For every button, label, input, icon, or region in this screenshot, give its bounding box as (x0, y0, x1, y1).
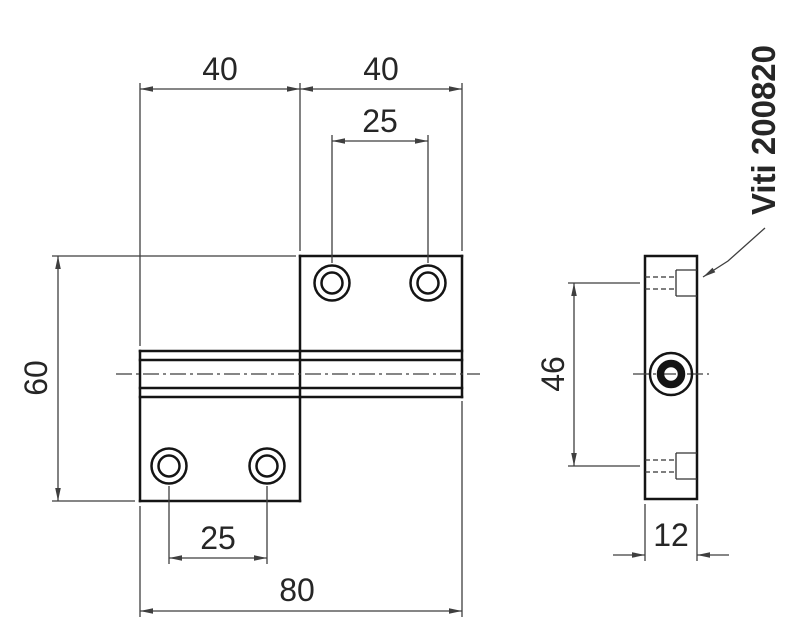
arrowhead (300, 86, 313, 92)
leader-arrowhead (703, 267, 716, 277)
dimension-hole-span-46: 46 (535, 282, 640, 467)
arrowhead (415, 138, 428, 144)
arrowhead (55, 256, 61, 269)
arrowhead (632, 552, 645, 558)
screw-callout: Viti 200820 (702, 45, 782, 278)
side-view-outline (643, 254, 699, 501)
dim-label-40-right: 40 (363, 51, 399, 87)
dim-label-25-lower: 25 (200, 520, 236, 556)
dimension-thickness-12: 12 (613, 504, 729, 561)
pin-bore-ring (656, 359, 686, 389)
dim-label-25-upper: 25 (362, 103, 398, 139)
arrowhead (571, 283, 577, 296)
hole-inner-circle (320, 271, 344, 295)
arrowhead (140, 86, 153, 92)
hole-inner-circle (416, 271, 440, 295)
dim-label-12: 12 (653, 517, 689, 553)
arrowhead (332, 138, 345, 144)
bottom-screw-hole-detail (645, 452, 697, 480)
dim-label-60: 60 (18, 360, 54, 396)
side-view (633, 254, 709, 501)
upper-right-hole (409, 264, 447, 302)
dim-label-40-left: 40 (202, 51, 238, 87)
hole-outer-circle (150, 447, 188, 485)
dimension-top-40-40: 40 40 (139, 51, 463, 346)
front-view (116, 254, 480, 503)
arrowhead (287, 86, 300, 92)
dim-label-46: 46 (535, 356, 571, 392)
hole-outer-circle (409, 264, 447, 302)
arrowhead (449, 608, 462, 614)
lower-left-hole (150, 447, 188, 485)
hole-outer-circle (313, 264, 351, 302)
hole-outer-circle (248, 447, 286, 485)
arrowhead (697, 552, 710, 558)
barrel-outer-circle (648, 351, 694, 397)
dimension-upper-pitch-25: 25 (331, 103, 429, 263)
dimension-lower-pitch-25: 25 (168, 486, 268, 564)
hole-inner-circle (157, 454, 181, 478)
arrowhead (55, 488, 61, 501)
arrowhead (140, 608, 153, 614)
hole-inner-circle (255, 454, 279, 478)
arrowhead (169, 555, 182, 561)
upper-left-hole (313, 264, 351, 302)
dimension-height-60: 60 (18, 255, 296, 502)
lower-right-hole (248, 447, 286, 485)
dim-label-80: 80 (279, 572, 315, 608)
arrowhead (254, 555, 267, 561)
arrowhead (449, 86, 462, 92)
callout-label: Viti 200820 (745, 45, 782, 215)
arrowhead (571, 453, 577, 466)
top-screw-hole-detail (645, 269, 697, 297)
dimension-width-80: 80 (139, 401, 463, 617)
